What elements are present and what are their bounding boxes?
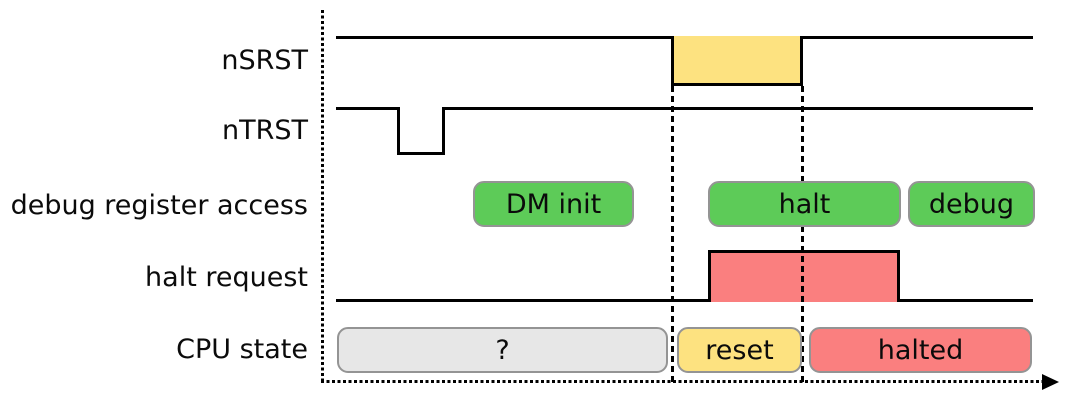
signal-label-nsrst: nSRST — [221, 45, 308, 76]
nsrst-high-line-right — [800, 36, 1033, 39]
time-axis-dotted-line — [321, 380, 1045, 383]
debug-access-box-dm-init-label: DM init — [505, 188, 602, 220]
debug-access-box-debug-label: debug — [928, 188, 1015, 220]
ntrst-high-line-right — [442, 107, 1033, 110]
cpu-state-box-halted-label: halted — [877, 334, 964, 366]
debug-access-box-halt-label: halt — [778, 188, 831, 220]
debug-access-box-dm-init: DM init — [473, 181, 634, 227]
event-dashed-line-reset-start — [671, 86, 674, 383]
ntrst-high-line-left — [336, 107, 400, 110]
cpu-state-box-halted: halted — [809, 327, 1032, 373]
halt-request-high-pulse — [708, 250, 900, 302]
signal-label-halt-request: halt request — [145, 262, 308, 293]
vertical-axis-dotted-line — [321, 10, 324, 383]
signal-label-debug-register-access: debug register access — [10, 190, 308, 221]
event-dashed-line-reset-end — [801, 86, 804, 383]
nsrst-low-pulse — [671, 36, 803, 86]
halt-request-low-line-right — [897, 299, 1033, 302]
signal-label-ntrst: nTRST — [222, 115, 308, 146]
halt-request-low-line-left — [336, 299, 711, 302]
ntrst-low-pulse — [397, 107, 445, 155]
time-axis-arrow-icon — [1042, 373, 1059, 390]
cpu-state-box-reset: reset — [677, 327, 802, 373]
cpu-state-box-unknown-label: ? — [495, 334, 510, 366]
cpu-state-box-reset-label: reset — [705, 334, 774, 366]
signal-label-cpu-state: CPU state — [176, 334, 308, 365]
nsrst-high-line-left — [336, 36, 674, 39]
debug-access-box-debug: debug — [908, 181, 1035, 227]
debug-access-box-halt: halt — [708, 181, 901, 227]
cpu-state-box-unknown: ? — [337, 327, 668, 373]
